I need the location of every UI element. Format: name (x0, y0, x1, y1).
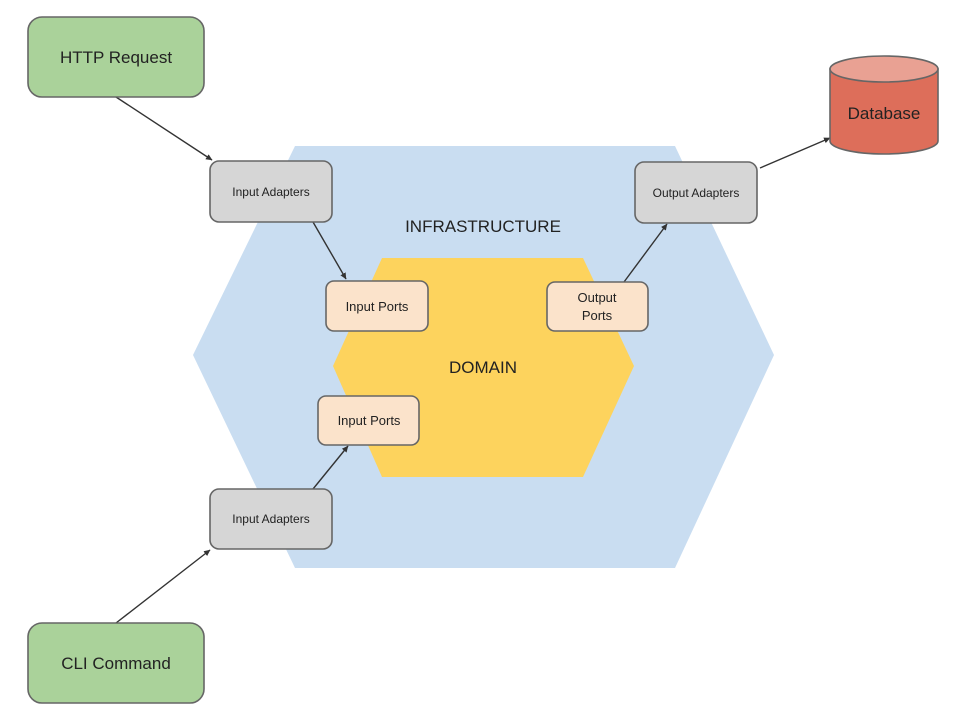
edge-http-to-input-adapters (115, 96, 213, 161)
database-node[interactable]: Database (829, 55, 939, 155)
domain-label: DOMAIN (449, 358, 517, 377)
edge-input-adapters-to-input-ports-bottom (312, 445, 349, 490)
output-ports-node[interactable]: Output Ports (546, 281, 649, 332)
svg-text:Output: Output (577, 290, 616, 305)
edge-output-adapters-to-database (759, 137, 831, 169)
input-ports-bottom-node[interactable]: Input Ports (317, 395, 420, 446)
svg-text:Database: Database (848, 104, 921, 123)
edge-cli-to-input-adapters (115, 549, 211, 624)
database-cylinder-top (829, 55, 939, 83)
svg-text:Input Adapters: Input Adapters (232, 512, 309, 526)
svg-text:Input Ports: Input Ports (346, 299, 409, 314)
svg-text:Ports: Ports (582, 308, 613, 323)
http-request-node[interactable]: HTTP Request (27, 16, 205, 98)
cli-command-node[interactable]: CLI Command (27, 622, 205, 704)
svg-text:Input Adapters: Input Adapters (232, 185, 309, 199)
infrastructure-label: INFRASTRUCTURE (405, 217, 561, 236)
database-cylinder-body (829, 68, 939, 155)
svg-text:Output Adapters: Output Adapters (653, 186, 740, 200)
input-adapters-bottom-node[interactable]: Input Adapters (209, 488, 333, 550)
input-adapters-top-node[interactable]: Input Adapters (209, 160, 333, 223)
edge-output-ports-to-output-adapters (623, 223, 668, 283)
output-adapters-node[interactable]: Output Adapters (634, 161, 758, 224)
input-ports-top-node[interactable]: Input Ports (325, 280, 429, 332)
edge-input-adapters-to-input-ports (312, 221, 347, 280)
svg-text:HTTP Request: HTTP Request (60, 48, 172, 67)
svg-text:Input Ports: Input Ports (338, 413, 401, 428)
svg-text:CLI Command: CLI Command (61, 654, 171, 673)
